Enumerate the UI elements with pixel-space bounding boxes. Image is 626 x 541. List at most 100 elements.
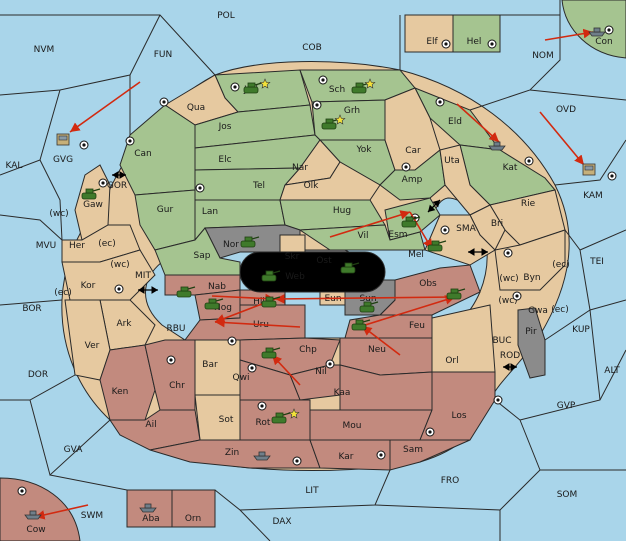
order-arrow	[544, 28, 594, 41]
order-arrow	[539, 111, 585, 166]
region-byn[interactable]	[494, 229, 566, 291]
label-nar: Nar	[292, 163, 308, 173]
army-unit-icon[interactable]	[176, 286, 196, 298]
impassable-zone	[239, 251, 386, 293]
label-alt: ALT	[604, 366, 620, 376]
region-uru[interactable]	[184, 304, 306, 341]
label-gor: GOR	[107, 181, 127, 191]
region-amp[interactable]	[379, 149, 446, 201]
depot-unit-icon[interactable]	[56, 133, 70, 146]
region-ail[interactable]	[109, 409, 201, 451]
supply-center-dot	[315, 103, 319, 107]
army-unit-icon[interactable]	[81, 188, 101, 200]
fleet-unit-icon[interactable]	[24, 510, 42, 520]
supply-center-dot	[527, 159, 531, 163]
label-vil: Vil	[358, 231, 369, 241]
order-arrow	[271, 354, 301, 386]
label-pir: Pir	[525, 327, 537, 337]
supply-center-dot	[610, 174, 614, 178]
order-arrow	[361, 325, 401, 356]
army-unit-icon[interactable]	[240, 236, 260, 248]
label-nab: Nab	[208, 282, 226, 292]
label-rie: Rie	[521, 199, 536, 209]
supply-center-dot	[101, 181, 105, 185]
coast-label: (wc)	[110, 260, 129, 270]
army-unit-icon[interactable]	[351, 319, 371, 331]
fleet-unit-icon[interactable]	[253, 451, 271, 461]
region-elf[interactable]	[404, 14, 454, 53]
army-unit-icon[interactable]	[261, 270, 281, 282]
supply-center-dot	[250, 366, 254, 370]
label-tel: Tel	[252, 181, 265, 191]
label-aba: Aba	[142, 514, 159, 524]
supply-center-dot	[82, 143, 86, 147]
supply-center-dot	[260, 404, 264, 408]
label-gaw: Gaw	[83, 200, 103, 210]
army-unit-icon[interactable]	[243, 82, 263, 94]
label-mou: Mou	[343, 421, 362, 431]
region-mou[interactable]	[309, 409, 433, 441]
star-icon	[259, 78, 271, 89]
label-neu: Neu	[368, 345, 386, 355]
convoy-links	[112, 171, 517, 371]
label-gur: Gur	[157, 205, 174, 215]
army-unit-icon[interactable]	[427, 240, 447, 252]
fleet-unit-icon[interactable]	[139, 503, 157, 513]
region-orn[interactable]	[171, 489, 216, 528]
label-qua: Qua	[187, 103, 205, 113]
region-ken[interactable]	[99, 344, 156, 421]
order-arrow	[361, 295, 456, 327]
supply-center-dot	[117, 287, 121, 291]
supply-center-dot	[233, 85, 237, 89]
label-lan: Lan	[202, 207, 218, 217]
fleet-unit-icon[interactable]	[488, 141, 506, 151]
label-rod: ROD	[500, 351, 520, 361]
coast-label: (ec)	[551, 305, 569, 315]
label-gvg: GVG	[53, 155, 73, 165]
supply-center-dot	[438, 100, 442, 104]
coast-label: (wc)	[499, 274, 518, 284]
label-amp: Amp	[402, 175, 423, 185]
label-chp: Chp	[299, 345, 317, 355]
brown-regions	[0, 264, 496, 541]
depot-unit-icon[interactable]	[582, 163, 596, 176]
label-nom: NOM	[532, 51, 554, 61]
army-unit-icon[interactable]	[261, 296, 281, 308]
label-orl: Orl	[445, 356, 458, 366]
army-unit-icon[interactable]	[271, 412, 291, 424]
supply-center-dot	[20, 489, 24, 493]
label-byn: Byn	[523, 273, 540, 283]
army-unit-icon[interactable]	[359, 301, 379, 313]
region-sam[interactable]	[389, 439, 471, 471]
green-regions	[119, 14, 556, 276]
label-olk: Olk	[304, 181, 320, 191]
supply-center-dot	[379, 453, 383, 457]
label-hil: Hil	[253, 297, 265, 307]
label-sot: Sot	[219, 415, 234, 425]
coast-label: (ec)	[552, 260, 570, 270]
label-ken: Ken	[112, 387, 129, 397]
label-kar: Kar	[339, 452, 354, 462]
supply-center-dot	[169, 358, 173, 362]
army-unit-icon[interactable]	[204, 298, 224, 310]
region-pir[interactable]	[517, 307, 546, 379]
label-yok: Yok	[355, 145, 372, 155]
army-unit-icon[interactable]	[401, 216, 421, 228]
label-ost: Ost	[316, 256, 332, 266]
label-fro: FRO	[441, 476, 460, 486]
army-unit-icon[interactable]	[351, 82, 371, 94]
supply-center-dot	[328, 362, 332, 366]
army-unit-icon[interactable]	[446, 288, 466, 300]
label-dax: DAX	[272, 517, 291, 527]
label-her: Her	[69, 241, 85, 251]
label-gvp: GVP	[557, 401, 576, 411]
label-rbu: RBU	[166, 324, 185, 334]
coast-label: (wc)	[498, 296, 517, 306]
army-unit-icon[interactable]	[261, 347, 281, 359]
army-unit-icon[interactable]	[340, 262, 360, 274]
label-chr: Chr	[169, 381, 185, 391]
army-unit-icon[interactable]	[321, 118, 341, 130]
coast-label: (wc)	[49, 209, 68, 219]
fleet-unit-icon[interactable]	[588, 27, 606, 37]
